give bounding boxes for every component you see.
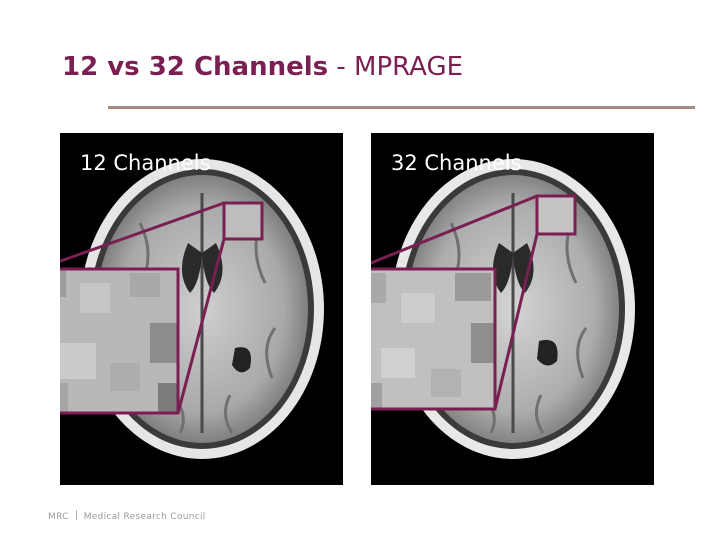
zoom-connector-top [371, 194, 538, 265]
left-ventricle [181, 243, 202, 293]
mri-panel-32-channels: 32 Channels [371, 133, 654, 485]
slide-title-bold: 12 vs 32 Channels [62, 52, 329, 82]
brain-scan-image [60, 159, 324, 459]
slide-title: 12 vs 32 Channels - MPRAGE [62, 52, 463, 82]
footer-org-abbrev: MRC [48, 512, 69, 522]
dark-lesion [537, 339, 558, 366]
footer-separator [75, 510, 77, 520]
panel-label-32: 32 Channels [391, 151, 522, 175]
zoom-source-box [222, 201, 264, 241]
footer-logo: MRC Medical Research Council [48, 510, 206, 522]
dark-lesion [232, 347, 251, 373]
footer-org-name: Medical Research Council [83, 512, 206, 522]
zoom-connector-bottom [493, 233, 539, 410]
right-ventricle [202, 243, 223, 293]
title-divider [108, 106, 695, 109]
mri-panel-12-channels: 12 Channels [60, 133, 343, 485]
zoom-inset [60, 267, 180, 415]
zoom-connector-bottom [176, 238, 226, 414]
zoom-inset [371, 267, 497, 411]
right-ventricle [513, 243, 534, 293]
slide-title-rest: - MPRAGE [328, 52, 464, 82]
brain-scan-image [371, 159, 635, 459]
zoom-connector-top [60, 201, 225, 263]
zoom-source-box [535, 194, 577, 236]
left-ventricle [492, 243, 513, 293]
panel-label-12: 12 Channels [80, 151, 211, 175]
